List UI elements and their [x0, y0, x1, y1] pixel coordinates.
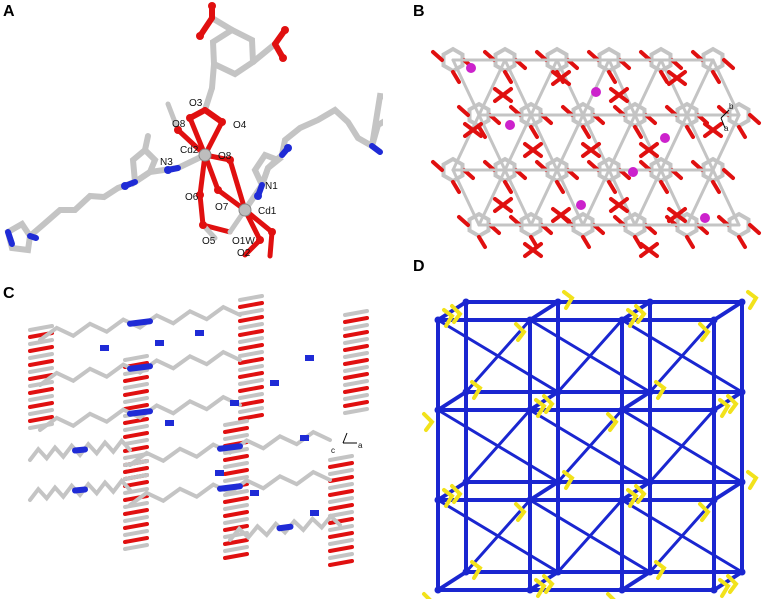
net-node	[554, 298, 562, 306]
net-node	[526, 406, 534, 414]
net-node	[434, 496, 442, 504]
net-node	[462, 478, 470, 486]
axis-arrows-b	[720, 109, 730, 129]
net-node	[738, 478, 746, 486]
net-node	[646, 388, 654, 396]
panel-b: B b a	[383, 0, 766, 290]
atom-label-o6: O6	[185, 192, 199, 203]
atom-label-n3: N3	[160, 157, 173, 168]
atom-label-cd2: Cd2	[180, 145, 199, 156]
net-node	[710, 316, 718, 324]
net-d-nodes	[434, 298, 746, 594]
net-node	[618, 586, 626, 594]
net-node	[618, 406, 626, 414]
atom-label-o8: O8	[172, 119, 186, 130]
atom-label-o2: O2	[237, 248, 251, 259]
net-node	[710, 406, 718, 414]
isophthalate-ring	[202, 15, 278, 113]
net-node	[710, 586, 718, 594]
panel-c-label: C	[3, 285, 15, 302]
panel-b-framework	[431, 46, 761, 258]
framework-b-metal-nodes	[466, 63, 710, 223]
net-node	[618, 496, 626, 504]
metal-node	[591, 87, 601, 97]
net-node	[646, 298, 654, 306]
metal-node	[660, 133, 670, 143]
axis-label-a: a	[724, 124, 729, 133]
metal-node	[466, 63, 476, 73]
net-node	[738, 568, 746, 576]
metal-node	[505, 120, 515, 130]
axis-label-a-c: a	[358, 441, 363, 450]
net-node	[434, 586, 442, 594]
atom-label-o8b: O8	[218, 151, 232, 162]
net-node	[738, 388, 746, 396]
atom-label-n1: N1	[265, 181, 278, 192]
panel-d-label: D	[413, 258, 425, 275]
net-node	[462, 388, 470, 396]
net-node	[526, 496, 534, 504]
net-node	[526, 586, 534, 594]
net-node	[646, 478, 654, 486]
panel-a-atoms	[121, 2, 292, 244]
net-node	[462, 298, 470, 306]
net-node	[526, 316, 534, 324]
net-node	[554, 478, 562, 486]
framework-c-layers	[28, 294, 369, 567]
panel-a-structure	[4, 2, 383, 259]
metal-node	[700, 213, 710, 223]
net-node	[434, 316, 442, 324]
net-d-yellow-links	[422, 290, 759, 599]
panel-c: C c a	[0, 285, 383, 599]
left-ligand-chain	[4, 133, 208, 254]
metal-node	[628, 167, 638, 177]
atom-label-o7: O7	[215, 202, 229, 213]
atom-label-o5: O5	[202, 236, 216, 247]
net-node	[646, 568, 654, 576]
net-node	[554, 568, 562, 576]
axis-label-c: c	[331, 446, 335, 455]
panel-c-framework	[28, 294, 369, 567]
metal-node	[576, 200, 586, 210]
right-ligand-chain	[242, 92, 383, 213]
net-node	[434, 406, 442, 414]
atom-label-o3: O3	[189, 98, 203, 109]
panel-d-net	[422, 290, 759, 599]
net-node	[618, 316, 626, 324]
framework-b-bonds	[431, 46, 761, 258]
net-d-edges	[436, 300, 744, 592]
axis-arrows-c	[342, 432, 357, 444]
axis-label-b: b	[729, 102, 734, 111]
net-node	[710, 496, 718, 504]
panel-d: D	[383, 255, 766, 599]
atom-label-o1w: O1W	[232, 236, 255, 247]
net-node	[462, 568, 470, 576]
panel-a: A O3 O4 O8 Cd2 N3 O8 O6 O7 N1 Cd1 O5 O1W…	[0, 0, 383, 290]
net-node	[738, 298, 746, 306]
atom-label-o4: O4	[233, 120, 247, 131]
panel-a-label: A	[3, 3, 15, 20]
atom-label-cd1: Cd1	[258, 206, 277, 217]
net-node	[554, 388, 562, 396]
panel-b-label: B	[413, 3, 425, 20]
